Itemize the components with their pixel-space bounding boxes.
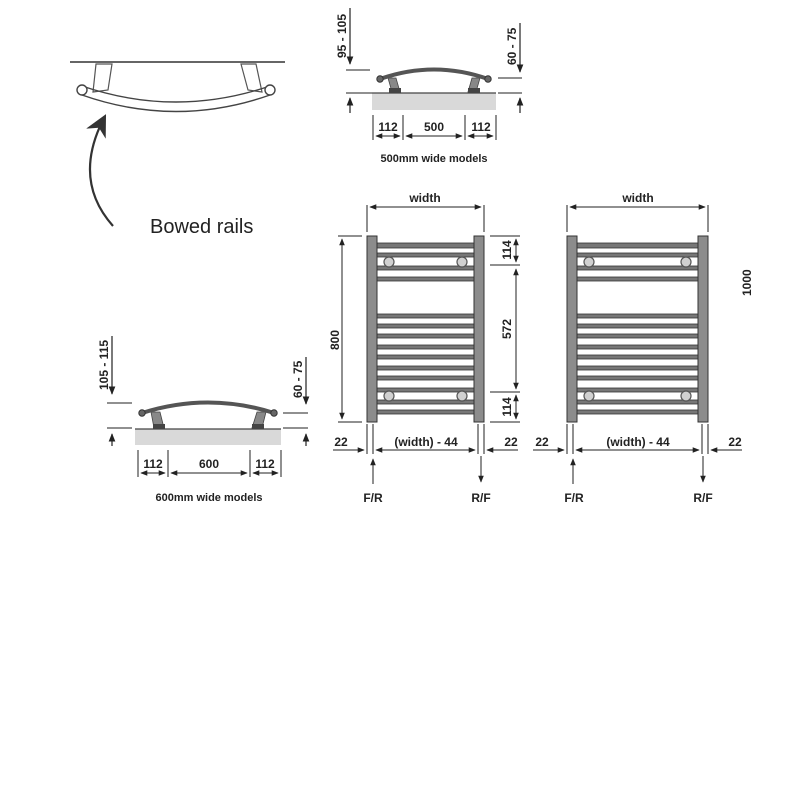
caption-600mm: 600mm wide models (156, 492, 263, 504)
towel-rail-800: width 800 (328, 191, 520, 505)
bracket-icon (583, 390, 595, 402)
spacing-middle-572: 572 (500, 319, 514, 339)
spacing-top-114: 114 (500, 240, 514, 260)
offset-22-right-a: 22 (504, 435, 518, 449)
offset-right-112-b: 112 (255, 457, 275, 471)
bracket-icon (456, 256, 468, 268)
caption-500mm: 500mm wide models (381, 153, 488, 165)
bracket-icon (680, 390, 692, 402)
bracket-icon (383, 390, 395, 402)
spacing-bottom-114: 114 (500, 397, 514, 417)
detail-600mm: 105 - 115 60 - 75 112 600 112 600mm wide… (97, 336, 310, 504)
inner-width-b: (width) - 44 (606, 435, 670, 449)
offset-22-left-a: 22 (334, 435, 348, 449)
offset-22-left-b: 22 (535, 435, 549, 449)
height-105-115: 105 - 115 (97, 340, 111, 390)
height-60-75: 60 - 75 (505, 27, 519, 65)
offset-left-112: 112 (378, 120, 398, 134)
bracket-icon (680, 256, 692, 268)
offset-22-right-b: 22 (728, 435, 742, 449)
detail-500mm: 95 - 105 60 - 75 112 500 112 500mm wide … (335, 8, 524, 165)
bowed-rail-illustration: Bowed rails (70, 61, 285, 238)
center-width-600: 600 (199, 457, 219, 471)
bracket-icon (583, 256, 595, 268)
bowed-rails-label: Bowed rails (150, 216, 253, 238)
height-95-105: 95 - 105 (335, 14, 349, 58)
towel-rail-1000: width 1000 (533, 191, 754, 505)
port-fr-b: F/R (564, 491, 584, 505)
height-label-cut: 1000 (740, 269, 754, 296)
width-label-a: width (408, 191, 440, 205)
bracket-icon (383, 256, 395, 268)
port-rf-a: R/F (471, 491, 490, 505)
port-rf-b: R/F (693, 491, 712, 505)
port-fr-a: F/R (363, 491, 383, 505)
inner-width-a: (width) - 44 (394, 435, 458, 449)
center-width-500: 500 (424, 120, 444, 134)
offset-right-112: 112 (471, 120, 491, 134)
bracket-icon (456, 390, 468, 402)
offset-left-112-b: 112 (143, 457, 163, 471)
width-label-b: width (621, 191, 653, 205)
height-800: 800 (328, 330, 342, 350)
height-60-75-b: 60 - 75 (291, 360, 305, 398)
